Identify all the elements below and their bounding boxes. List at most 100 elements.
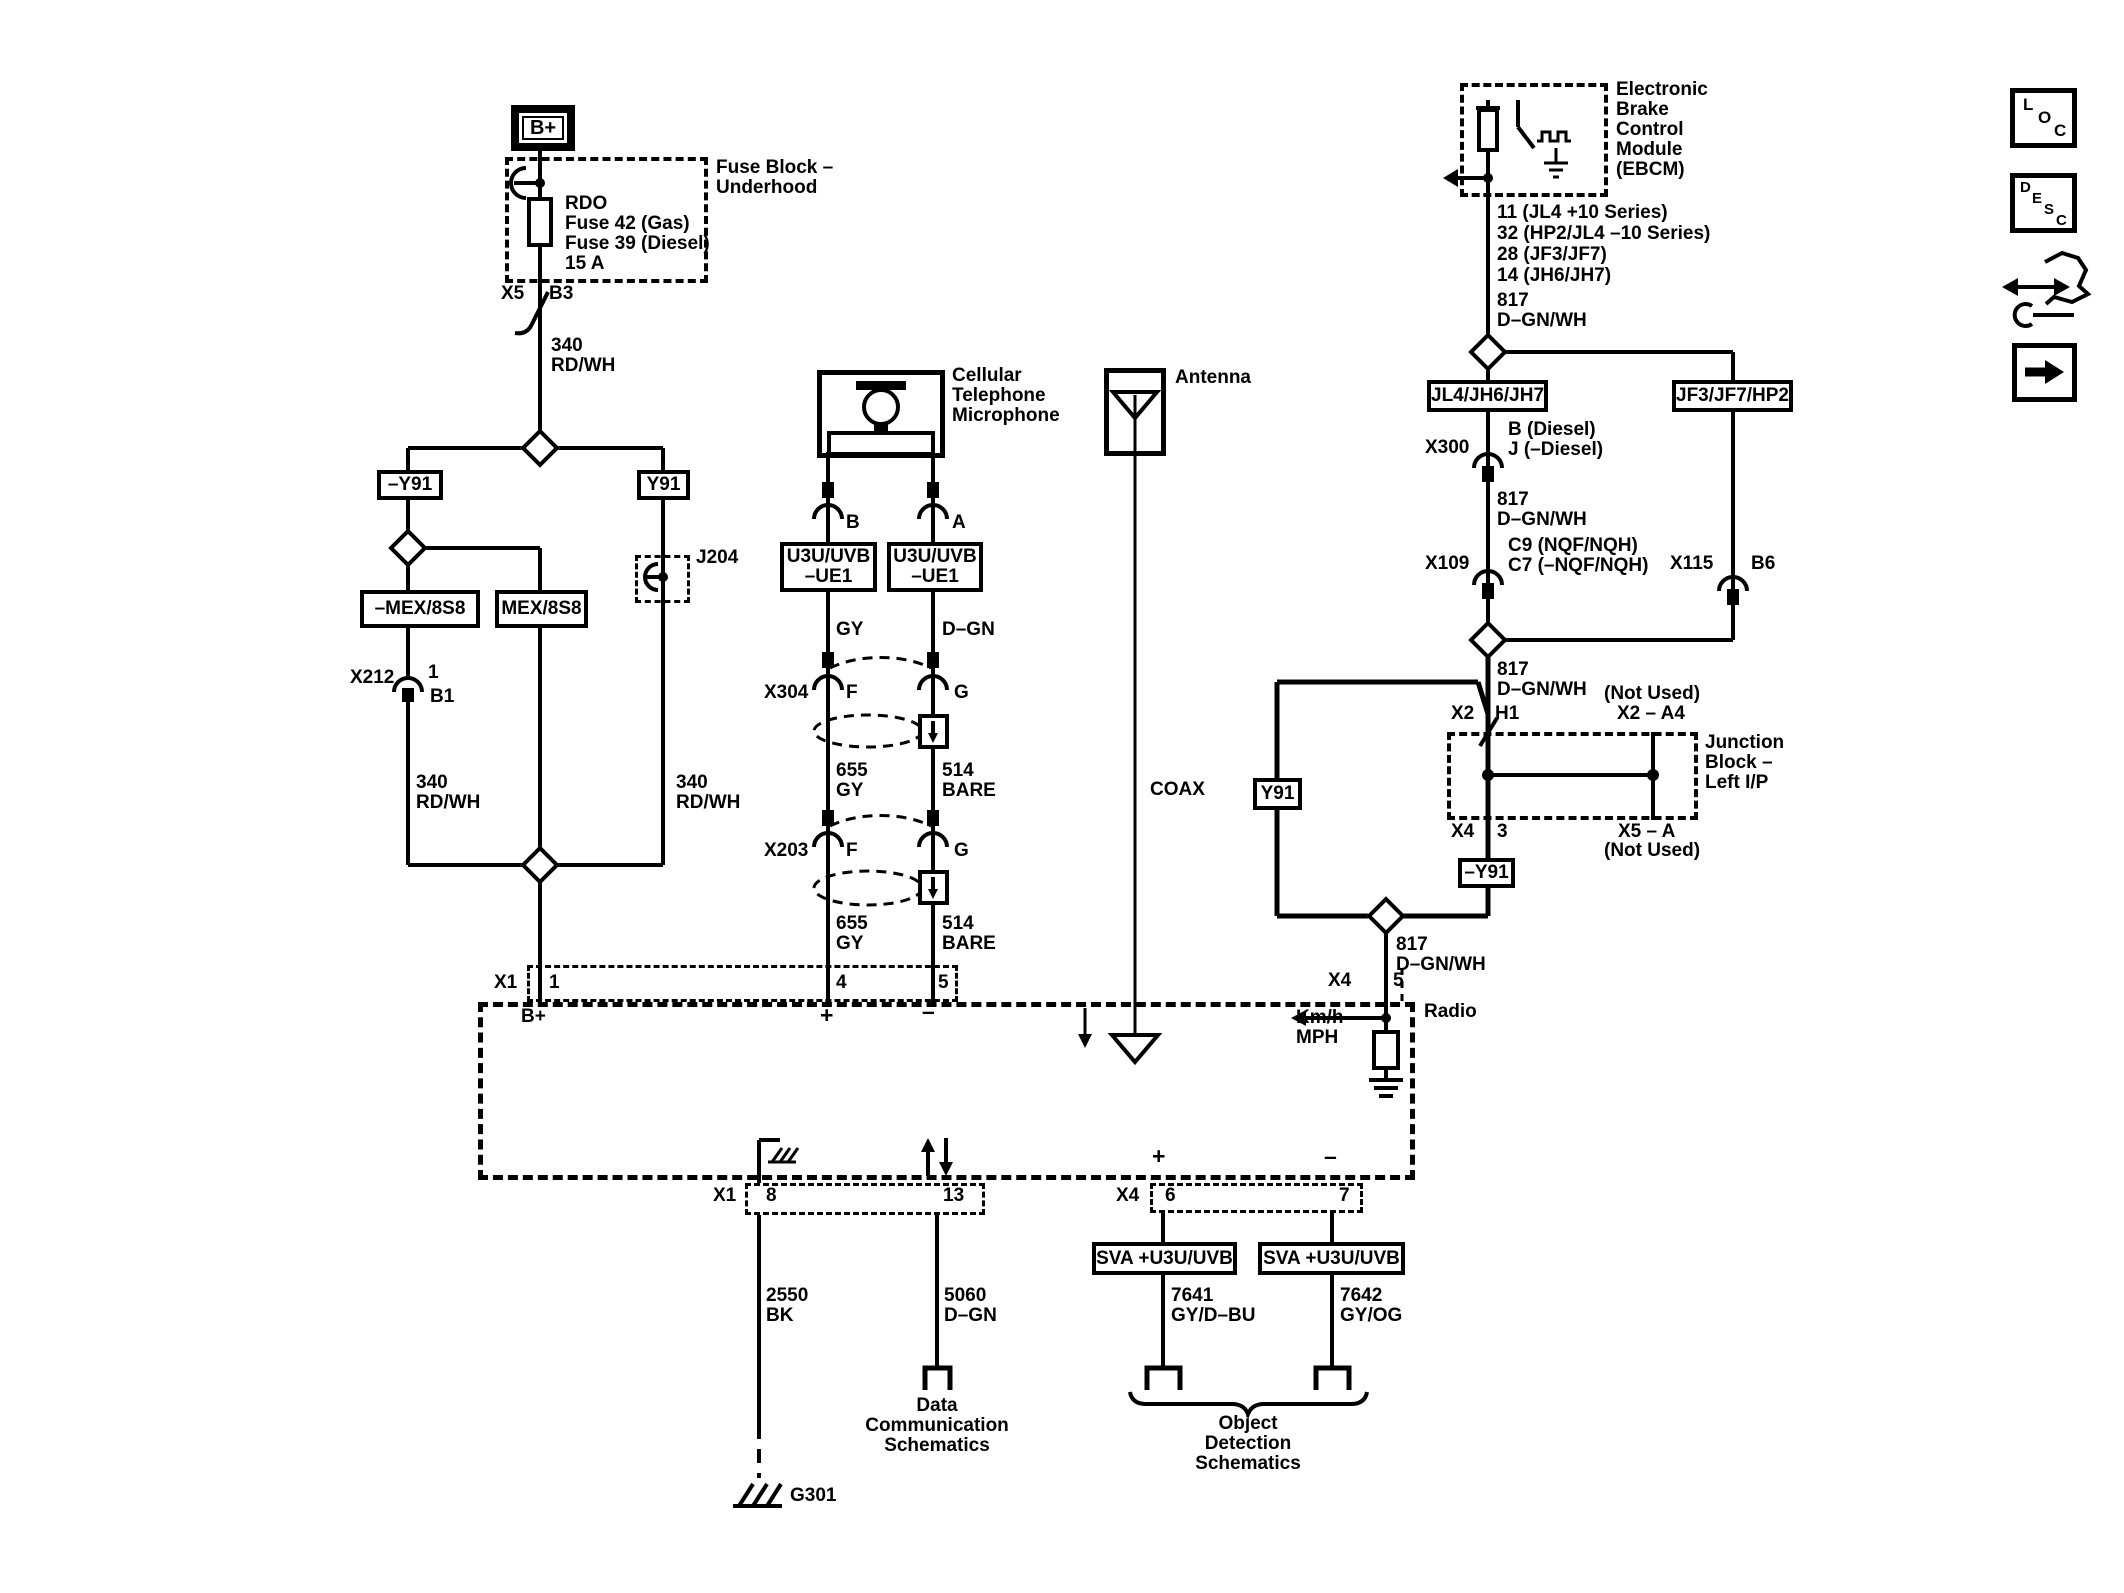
x304-g-connector-icon: [917, 674, 949, 691]
x203-f-label: F: [846, 840, 858, 861]
x203-label: X203: [764, 840, 809, 861]
neg-y91-box-right: –Y91: [1458, 858, 1515, 888]
x5-b3-connector-icon: [514, 291, 550, 336]
x304-label: X304: [764, 682, 809, 703]
kmh-mph-label: Km/h MPH: [1296, 1007, 1344, 1048]
sva-box-2: SVA +U3U/UVB: [1258, 1242, 1405, 1275]
y91-box-left: Y91: [637, 470, 690, 500]
wrench-icon: [2012, 302, 2034, 328]
wire-dgn-label: D–GN: [942, 619, 995, 640]
ebcm-title-label: Electronic Brake Control Module (EBCM): [1616, 79, 1708, 180]
desc-button[interactable]: D E S C: [2010, 173, 2077, 233]
coax-rf-ground-icon: [1107, 1033, 1163, 1066]
wire-817-3-label: 817 D–GN/WH: [1497, 659, 1587, 700]
x109-label: X109: [1425, 553, 1470, 574]
fuse-block-underhood-box: [505, 157, 708, 283]
junction-block-box: [1447, 732, 1698, 820]
object-detection-brace-icon: [1128, 1391, 1369, 1420]
ebcm-wires: [1274, 100, 1749, 1098]
x212-b1-label: B1: [430, 686, 455, 707]
microphone-wires: [812, 452, 949, 1002]
radio-pin6-name: +: [1152, 1143, 1166, 1169]
fuse-feed-connector-icon: [509, 166, 527, 200]
wire-5060-label: 5060 D–GN: [944, 1285, 997, 1326]
wire-655-2-label: 655 GY: [836, 913, 868, 954]
x304-f-connector-icon: [812, 674, 844, 691]
next-page-button[interactable]: [2012, 343, 2077, 402]
x300-connector-icon: [1472, 452, 1504, 469]
fuse-icon: [527, 197, 553, 247]
radio-label: Radio: [1424, 1001, 1477, 1022]
jl4-jh6-jh7-box: JL4/JH6/JH7: [1427, 380, 1548, 412]
x212-pin1-label: 1: [428, 662, 439, 683]
mic-b-connector-icon: [812, 503, 844, 520]
loc-button[interactable]: L O C: [2010, 88, 2077, 148]
mic-pin-a-label: A: [952, 512, 966, 533]
jf3-jf7-hp2-box: JF3/JF7/HP2: [1672, 380, 1793, 412]
wire-817-4-label: 817 D–GN/WH: [1396, 934, 1486, 975]
right-arrow-icon: [2025, 360, 2064, 384]
diagnostic-icon[interactable]: [2002, 250, 2092, 328]
j204-label: J204: [696, 547, 739, 568]
x212-label: X212: [350, 667, 395, 688]
mex-box: MEX/8S8: [495, 590, 588, 628]
radio-x1-bottom-label: X1: [713, 1185, 737, 1206]
x203-f-connector-icon: [812, 831, 844, 848]
sva-box-1: SVA +U3U/UVB: [1092, 1242, 1237, 1275]
radio-pin7-name: –: [1324, 1143, 1337, 1169]
wire-817-1-label: 817 D–GN/WH: [1497, 290, 1587, 331]
loc-letter-l: L: [2023, 95, 2034, 114]
fuse-circuit-wires: [392, 150, 668, 1002]
h1-label: H1: [1495, 703, 1520, 724]
antenna-wires: [1078, 390, 1163, 1066]
radio-pin5-label: 5: [938, 972, 949, 993]
x304-f-label: F: [846, 682, 858, 703]
wire-340-left-label: 340 RD/WH: [416, 772, 481, 813]
radio-pin8-label: 8: [766, 1185, 777, 1206]
x115-connector-icon: [1717, 575, 1749, 592]
mic-outer-box: [817, 370, 945, 458]
neg-mex-box: –MEX/8S8: [360, 590, 480, 628]
wire-gy-label: GY: [836, 619, 864, 640]
x109-connector-icon: [1472, 569, 1504, 586]
region-outline-icon: [2044, 250, 2092, 306]
radio-pin7-label: 7: [1339, 1185, 1350, 1206]
wire-514-1-label: 514 BARE: [942, 760, 996, 801]
radio-pin4-name: +: [820, 1002, 834, 1028]
splice-dot: [535, 178, 545, 188]
antenna-label: Antenna: [1175, 367, 1251, 388]
wire-655-1-label: 655 GY: [836, 760, 868, 801]
desc-letter-c: C: [2056, 212, 2067, 229]
ebcm-pwm-icon: [1537, 130, 1571, 143]
radio-pin5r-label: 5: [1393, 970, 1404, 991]
x203-g-connector-icon: [917, 831, 949, 848]
radio-resistor-icon: [1372, 1030, 1400, 1070]
radio-x1-top-pin-row: [527, 965, 958, 1002]
radio-pin1-name: B+: [521, 1006, 546, 1027]
wire-2550-label: 2550 BK: [766, 1285, 809, 1326]
wire-7642-label: 7642 GY/OG: [1340, 1285, 1403, 1326]
radio-pin4-label: 4: [836, 972, 847, 993]
offpage-bracket-obj1: [1144, 1365, 1183, 1390]
junction-block-label: Junction Block – Left I/P: [1705, 732, 1785, 793]
radio-x4-bottom-label: X4: [1116, 1185, 1140, 1206]
data-comm-label: Data Communication Schematics: [865, 1395, 1009, 1456]
j204-splice-icon: [643, 562, 659, 592]
x115-b6-label: B6: [1751, 553, 1776, 574]
not-used-bottom-label: (Not Used): [1604, 840, 1701, 861]
shield-ellipse-2: [812, 869, 924, 907]
x300-label: X300: [1425, 437, 1470, 458]
loc-letter-c: C: [2054, 121, 2067, 140]
u3u-uvb-box-b: U3U/UVB –UE1: [780, 542, 877, 592]
x115-label: X115: [1670, 553, 1714, 574]
radio-x1-top-label: X1: [494, 972, 518, 993]
fuse-rdo-label: RDO Fuse 42 (Gas) Fuse 39 (Diesel) 15 A: [565, 193, 710, 274]
mic-title-label: Cellular Telephone Microphone: [952, 365, 1060, 426]
coax-down-arrow-icon: [1078, 1034, 1092, 1048]
x5-label: X5: [501, 283, 525, 304]
shield-ellipse-1: [812, 713, 924, 749]
radio-bottom-wires: [733, 1138, 1369, 1508]
radio-x1-bottom-pin-row: [745, 1183, 985, 1215]
x212-connector-icon: [392, 676, 424, 693]
